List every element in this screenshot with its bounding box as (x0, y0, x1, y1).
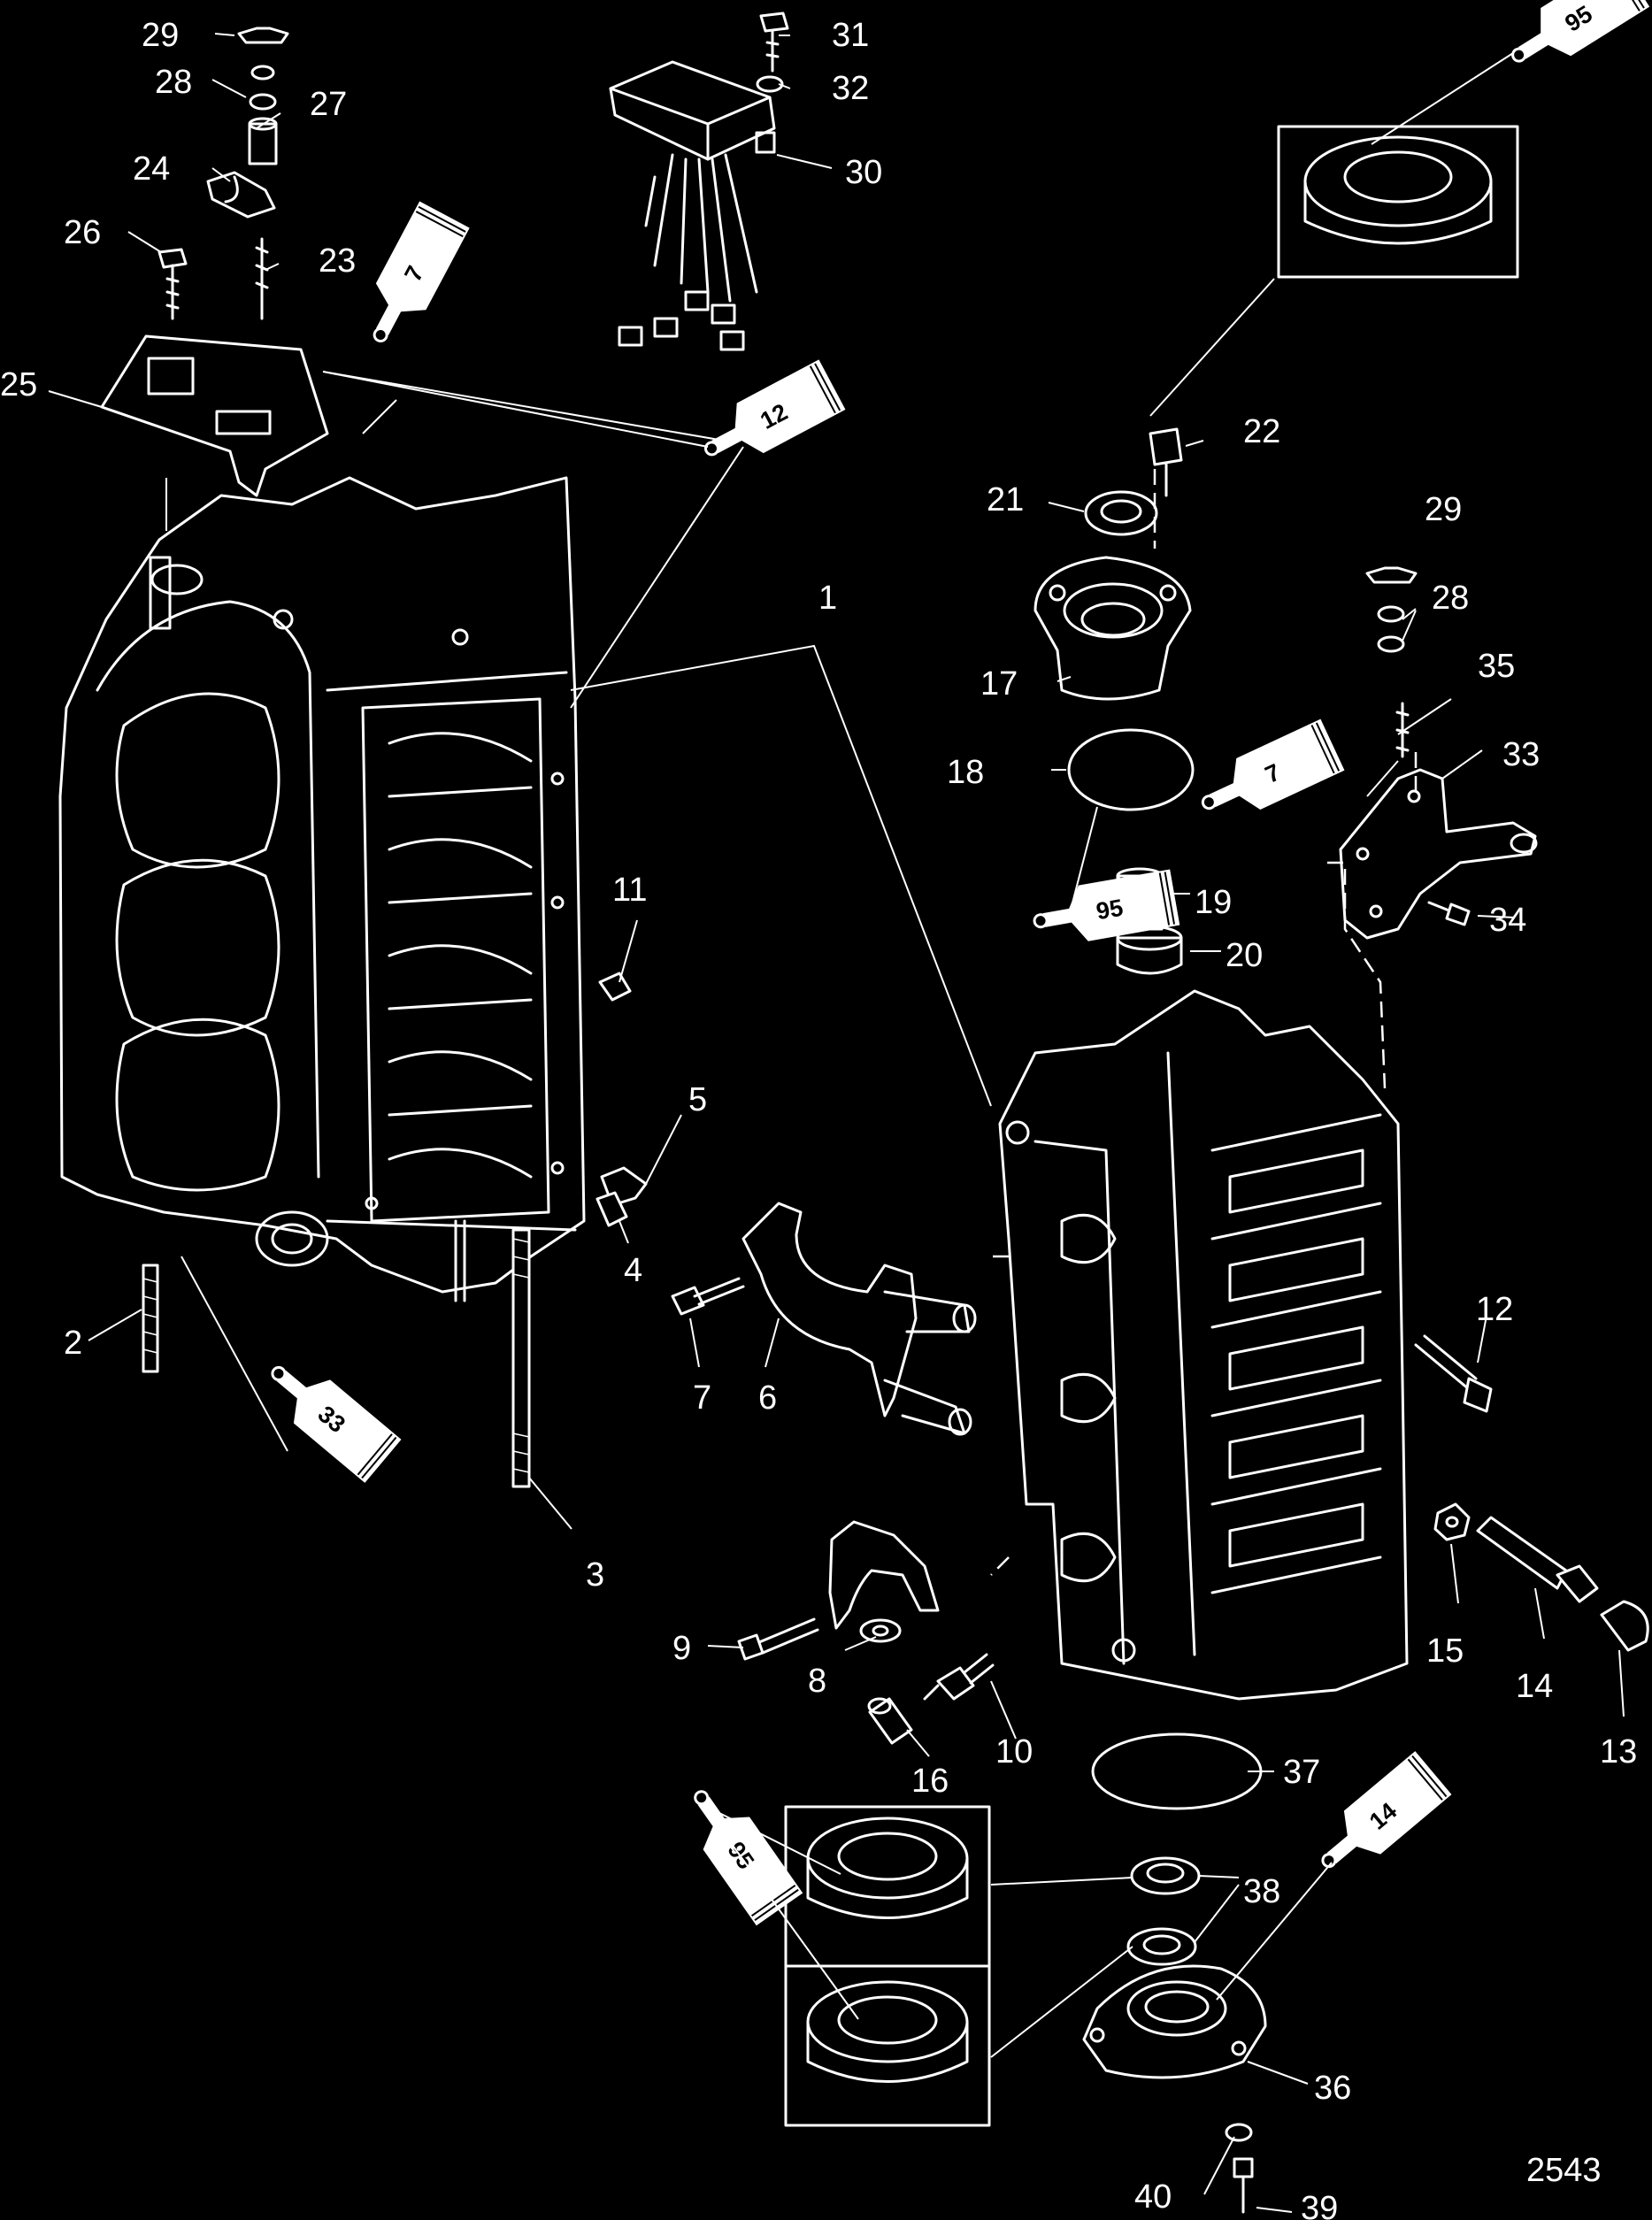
washer-32 (756, 75, 784, 93)
callout-21: 21 (987, 481, 1024, 519)
wing-nut-29-top (237, 27, 289, 44)
module-30 (609, 60, 776, 351)
callout-6: 6 (758, 1379, 777, 1417)
clamp-24 (206, 171, 276, 219)
o-ring-18 (1067, 728, 1195, 811)
callout-8: 8 (808, 1663, 826, 1700)
callout-29-right: 29 (1425, 491, 1462, 528)
bearing-housing-17 (1033, 556, 1192, 701)
callout-4: 4 (624, 1252, 642, 1289)
callout-20: 20 (1226, 937, 1263, 974)
callout-9: 9 (672, 1630, 691, 1667)
sealant-tube-3: 12 (703, 359, 846, 457)
mounting-plate-25 (100, 334, 329, 497)
callout-22: 22 (1243, 413, 1280, 450)
bolt-12 (1414, 1334, 1493, 1413)
callout-5: 5 (688, 1081, 707, 1118)
callout-29-top: 29 (142, 17, 179, 54)
callout-18: 18 (947, 754, 984, 791)
callout-1: 1 (818, 580, 837, 617)
bearing-carrier-36 (1082, 1964, 1267, 2079)
seal-21 (1084, 490, 1158, 536)
callout-27: 27 (310, 86, 347, 123)
seal-inset-95-top (1277, 125, 1519, 279)
callout-32: 32 (832, 70, 869, 107)
stud-2 (142, 1264, 159, 1373)
bolt-31 (759, 12, 789, 73)
callout-28-top: 28 (155, 64, 192, 101)
callout-15: 15 (1426, 1632, 1464, 1670)
callout-3: 3 (586, 1556, 604, 1594)
callout-13: 13 (1600, 1733, 1637, 1771)
wing-nut-29-right (1365, 566, 1418, 584)
callout-labels: 29 28 27 24 26 23 25 31 32 30 22 21 29 2… (0, 17, 1637, 2220)
washer-28-top (249, 65, 277, 111)
sealant-tube-8: 14 (1321, 1751, 1452, 1869)
sealant-tube-6: 33 (271, 1365, 402, 1483)
callout-25: 25 (0, 366, 37, 403)
callout-39: 39 (1301, 2190, 1338, 2220)
callout-38: 38 (1243, 1873, 1280, 1910)
washer-28-right (1377, 605, 1405, 653)
cylinder-block-left (58, 476, 586, 1302)
bolt-26 (158, 248, 188, 320)
callout-31: 31 (832, 17, 869, 54)
stud-35 (1395, 702, 1410, 758)
callout-35: 35 (1478, 648, 1515, 685)
callout-40: 40 (1134, 2178, 1172, 2216)
pin-4 (595, 1191, 628, 1227)
callout-7: 7 (693, 1379, 711, 1417)
seal-38-lower (1126, 1927, 1197, 1966)
crankcase-cover-right (998, 989, 1409, 1701)
screw-34 (1427, 901, 1471, 926)
stud-23 (255, 237, 269, 320)
sealant-tube-1: 95 (1511, 0, 1650, 63)
callout-26: 26 (64, 214, 101, 251)
bolt-7 (671, 1277, 745, 1316)
callout-23: 23 (319, 242, 356, 280)
sealant-tube-4: 7 (1201, 718, 1345, 810)
callout-30: 30 (845, 154, 882, 191)
seal-inset-lower (784, 1964, 991, 2127)
callout-11: 11 (612, 872, 647, 909)
callout-12: 12 (1476, 1291, 1513, 1328)
sealant-tube-7: 95 (694, 1790, 803, 1926)
bearing-cap-6 (741, 1202, 977, 1436)
bolt-9 (737, 1617, 819, 1661)
sleeve-20 (1116, 925, 1183, 975)
figure-number: 2543 (1526, 2152, 1602, 2189)
bolt-39 (1233, 2157, 1254, 2214)
callout-28-right: 28 (1432, 580, 1469, 617)
sealant-tube-5: 95 (1033, 869, 1180, 941)
seal-38-upper (1130, 1856, 1201, 1895)
callout-37: 37 (1283, 1754, 1320, 1791)
screw-22 (1149, 427, 1183, 497)
o-ring-37 (1091, 1732, 1263, 1810)
callout-16: 16 (911, 1763, 949, 1800)
callout-36: 36 (1314, 2070, 1351, 2107)
bracket-33 (1339, 768, 1538, 940)
callout-14: 14 (1516, 1668, 1553, 1705)
cap-13 (1600, 1600, 1649, 1652)
bolt-14 (1476, 1516, 1599, 1603)
bearing-cap-8 (828, 1520, 940, 1643)
callout-17: 17 (980, 665, 1018, 703)
sealant-tube-2: 7 (373, 201, 470, 343)
nut-15 (1433, 1502, 1471, 1541)
spacer-16 (867, 1697, 913, 1745)
leader-lines (48, 33, 1625, 2213)
fitting-10 (923, 1653, 995, 1701)
callout-2: 2 (64, 1325, 82, 1362)
callout-10: 10 (995, 1733, 1033, 1771)
washer-40 (1225, 2123, 1253, 2142)
stud-3 (511, 1228, 531, 1488)
dowel-11 (598, 972, 632, 1002)
callout-33-bracket: 33 (1502, 736, 1540, 773)
callout-19: 19 (1195, 884, 1232, 921)
seal-inset-upper (784, 1805, 991, 1968)
callout-24: 24 (133, 150, 170, 188)
callout-34: 34 (1489, 902, 1526, 939)
